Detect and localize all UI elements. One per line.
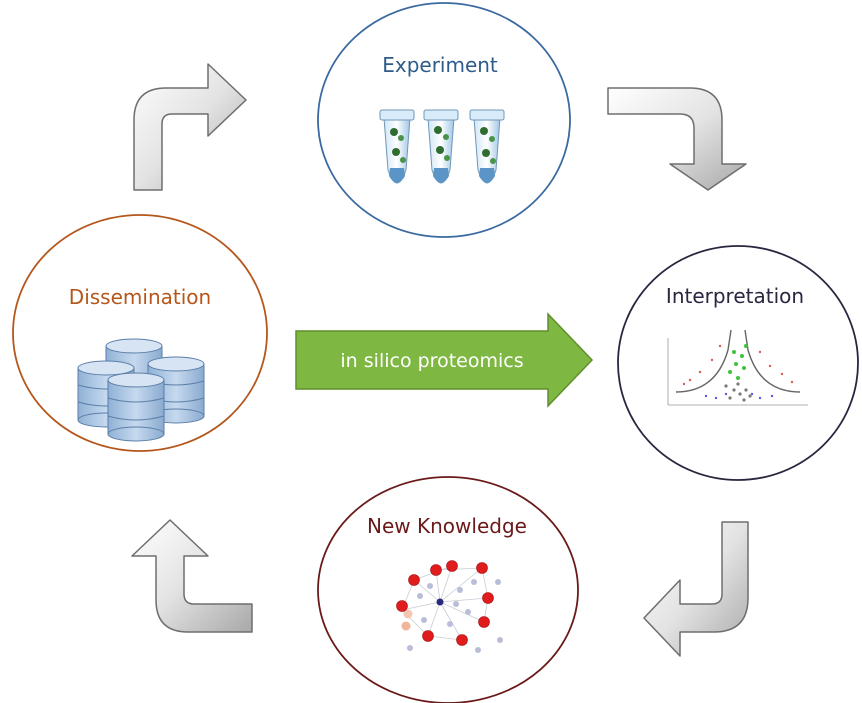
arrow-experiment-to-interpretation bbox=[607, 87, 747, 191]
database-cluster-icon bbox=[77, 338, 205, 442]
node-experiment: Experiment bbox=[317, 2, 571, 238]
interpretation-circle bbox=[617, 245, 859, 481]
node-dissemination: Dissemination bbox=[12, 214, 268, 452]
interpretation-label: Interpretation bbox=[666, 284, 804, 308]
in-silico-proteomics-arrow: in silico proteomics bbox=[295, 312, 594, 408]
volcano-plot-icon bbox=[667, 329, 808, 406]
dissemination-label: Dissemination bbox=[69, 285, 211, 309]
arrow-dissemination-to-experiment bbox=[133, 63, 247, 191]
arrow-knowledge-to-dissemination bbox=[131, 519, 253, 633]
test-tubes-icon bbox=[379, 109, 505, 184]
new-knowledge-circle bbox=[317, 476, 579, 703]
network-graph-icon bbox=[396, 560, 503, 653]
experiment-label: Experiment bbox=[382, 53, 498, 77]
node-interpretation: Interpretation bbox=[617, 245, 859, 481]
node-new-knowledge: New Knowledge bbox=[317, 476, 579, 703]
arrow-interpretation-to-knowledge bbox=[643, 521, 749, 657]
new-knowledge-label: New Knowledge bbox=[367, 514, 527, 538]
center-arrow-label: in silico proteomics bbox=[340, 350, 523, 372]
